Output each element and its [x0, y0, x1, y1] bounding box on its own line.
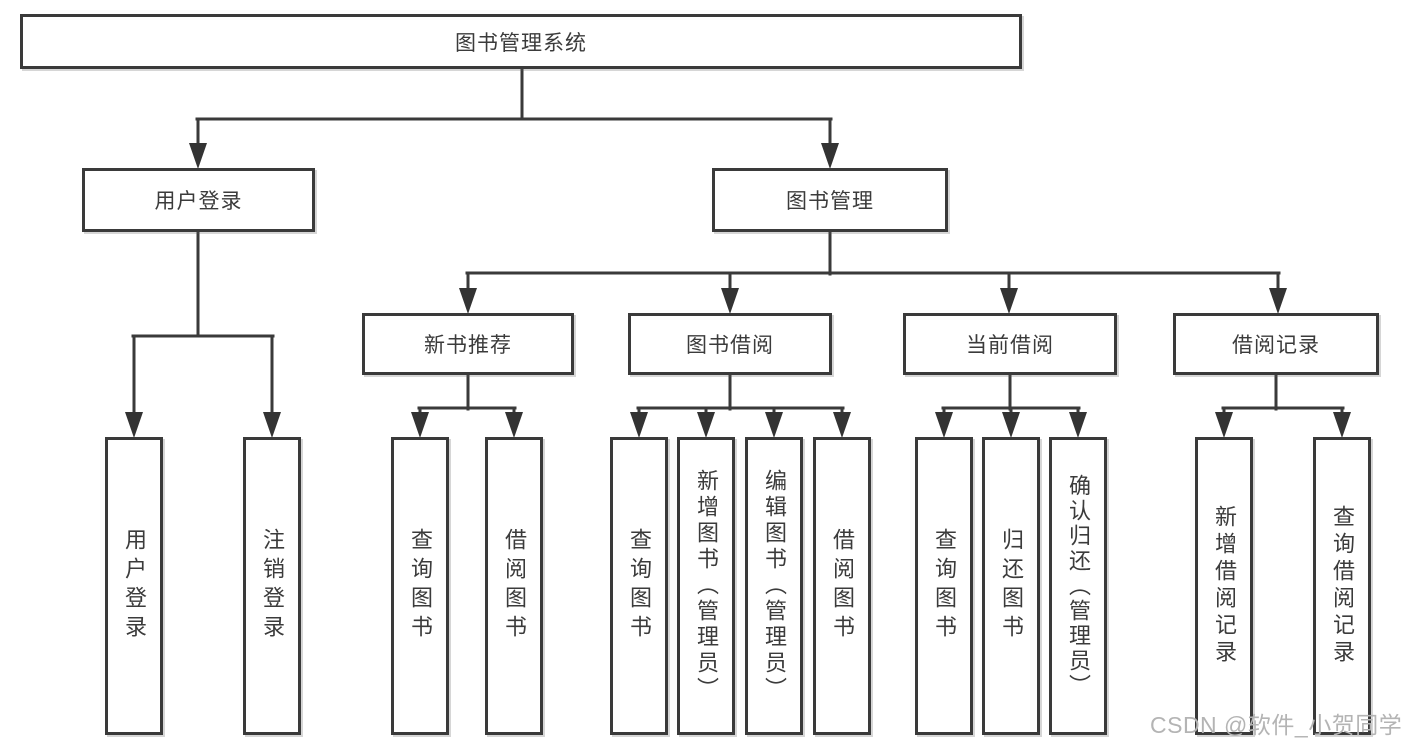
leaf-logout: 注销登录: [243, 437, 301, 735]
node-label: 编辑图书（管理员）: [762, 469, 787, 703]
leaf-cb-confirm-return-admin: 确认归还（管理员）: [1049, 437, 1107, 735]
leaf-bb-query-books: 查询图书: [610, 437, 668, 735]
branch-user-login: 用户登录: [82, 168, 315, 232]
node-label: 用户登录: [122, 528, 147, 644]
leaf-nbr-query-books: 查询图书: [391, 437, 449, 735]
leaf-bb-edit-books-admin: 编辑图书（管理员）: [745, 437, 803, 735]
node-label: 确认归还（管理员）: [1066, 473, 1091, 699]
node-label: 当前借阅: [966, 334, 1054, 357]
node-label: 查询图书: [627, 528, 652, 644]
arrowheads: [125, 143, 1351, 438]
branch-new-book-recommend: 新书推荐: [362, 313, 574, 375]
node-label: 新书推荐: [424, 334, 512, 357]
watermark-text: CSDN @软件_小贺同学: [1150, 712, 1403, 738]
node-label: 图书管理系统: [455, 31, 587, 55]
branch-book-management: 图书管理: [712, 168, 948, 232]
leaf-bb-add-books-admin: 新增图书（管理员）: [677, 437, 735, 735]
node-label: 借阅图书: [502, 528, 527, 644]
node-label: 查询借阅记录: [1330, 505, 1355, 667]
node-label: 借阅图书: [830, 528, 855, 644]
leaf-cb-return-books: 归还图书: [982, 437, 1040, 735]
node-label: 归还图书: [999, 528, 1024, 644]
branch-current-borrowing: 当前借阅: [903, 313, 1117, 375]
leaf-br-add-record: 新增借阅记录: [1195, 437, 1253, 735]
node-label: 用户登录: [154, 190, 243, 213]
root-node: 图书管理系统: [20, 14, 1022, 69]
node-label: 借阅记录: [1232, 334, 1320, 357]
node-label: 查询图书: [408, 528, 433, 644]
branch-borrow-records: 借阅记录: [1173, 313, 1379, 375]
leaf-nbr-borrow-books: 借阅图书: [485, 437, 543, 735]
node-label: 注销登录: [260, 528, 285, 644]
leaf-bb-borrow-books: 借阅图书: [813, 437, 871, 735]
node-label: 新增借阅记录: [1212, 505, 1237, 667]
node-label: 图书管理: [786, 190, 874, 213]
node-label: 查询图书: [932, 528, 957, 644]
node-label: 新增图书（管理员）: [694, 469, 719, 703]
leaf-user-login: 用户登录: [105, 437, 163, 735]
node-label: 图书借阅: [686, 334, 774, 357]
leaf-cb-query-books: 查询图书: [915, 437, 973, 735]
leaf-br-query-record: 查询借阅记录: [1313, 437, 1371, 735]
branch-book-borrowing: 图书借阅: [628, 313, 832, 375]
